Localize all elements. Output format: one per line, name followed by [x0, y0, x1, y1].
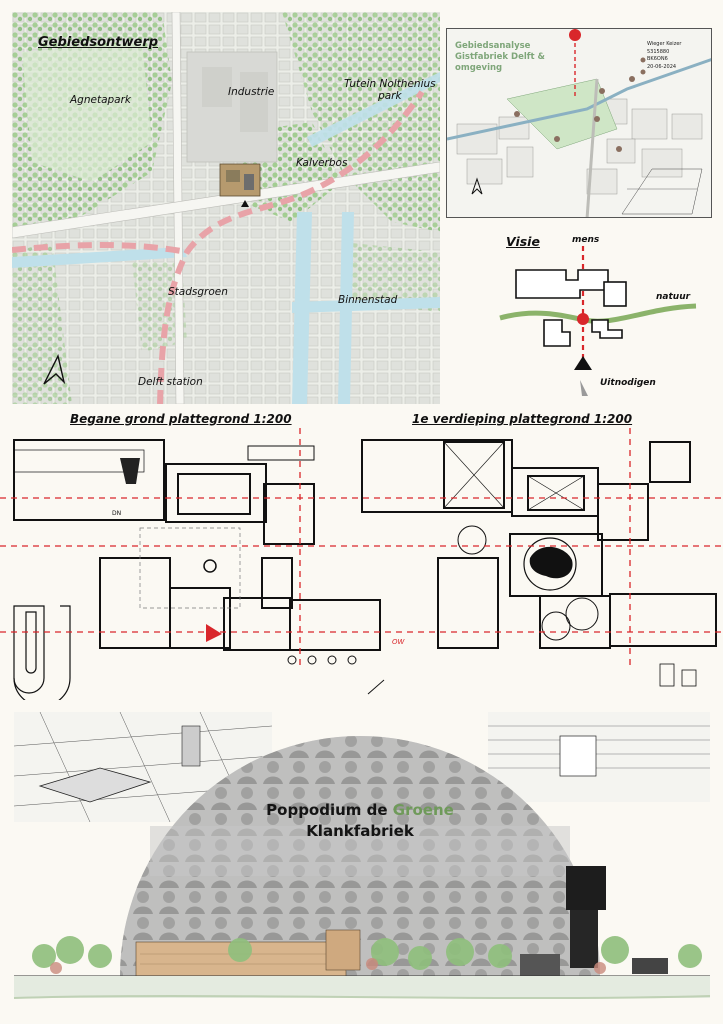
inset-meta-line: BK6ON6 — [647, 56, 668, 62]
floor-plans: OW DN — [0, 428, 723, 707]
map-label-binnenstad: Binnenstad — [338, 294, 398, 306]
inset-title: Gebiedsanalyse Gistfabriek Delft & omgev… — [455, 41, 545, 74]
map-label-agnetapark: Agnetapark — [70, 94, 132, 106]
ow-label: OW — [392, 638, 405, 646]
visie-diagram: Visie mens natuur Uitnodigen — [496, 228, 716, 408]
dn-label: DN — [112, 510, 122, 517]
map-label-station: Delft station — [138, 376, 203, 388]
area-map: Gebiedsontwerp Agnetapark Industrie Tute… — [12, 12, 440, 404]
analysis-inset: Gebiedsanalyse Gistfabriek Delft & omgev… — [446, 28, 712, 218]
poster-title-part: Poppodium de — [266, 801, 393, 819]
inset-meta-line: 20-06-2024 — [647, 63, 677, 70]
poster-title-green: Groene — [392, 801, 454, 819]
poster-title-line1: Poppodium de Groene — [230, 800, 490, 821]
visie-label-natuur: natuur — [656, 292, 691, 302]
floor-plans-drawing — [0, 428, 723, 707]
visie-title: Visie — [506, 234, 540, 249]
map-label-industrie: Industrie — [228, 86, 275, 98]
inset-meta-line: Wieger Keizer — [647, 41, 682, 47]
visie-label-mens: mens — [572, 235, 600, 245]
poster-title-line2: Klankfabriek — [306, 822, 414, 840]
poster-title: Poppodium de Groene Klankfabriek — [230, 800, 490, 842]
ground-floor-title: Begane grond plattegrond 1:200 — [70, 412, 292, 426]
inset-meta: Wieger Keizer 5315880 BK6ON6 20-06-2024 — [647, 41, 681, 71]
poster-section: Poppodium de Groene Klankfabriek — [0, 706, 723, 1024]
inset-title-line: Gebiedsanalyse — [455, 41, 531, 51]
analysis-inset-drawing — [447, 29, 711, 217]
map-label-kalverbos: Kalverbos — [296, 157, 348, 169]
inset-title-line: omgeving — [455, 63, 503, 73]
visie-drawing — [499, 246, 697, 396]
inset-title-line: Gistfabriek Delft & — [455, 52, 545, 62]
inset-meta-line: 5315880 — [647, 48, 670, 55]
visie-label-uitnodigen: Uitnodigen — [600, 378, 656, 388]
map-label-stadsgroen: Stadsgroen — [168, 286, 228, 298]
map-title: Gebiedsontwerp — [38, 35, 159, 50]
first-floor-title: 1e verdieping plattegrond 1:200 — [412, 412, 633, 426]
poster-drawing — [13, 711, 711, 999]
map-label-tutein: Tutein Nolthenius park — [344, 78, 436, 102]
area-map-drawing — [12, 12, 440, 404]
